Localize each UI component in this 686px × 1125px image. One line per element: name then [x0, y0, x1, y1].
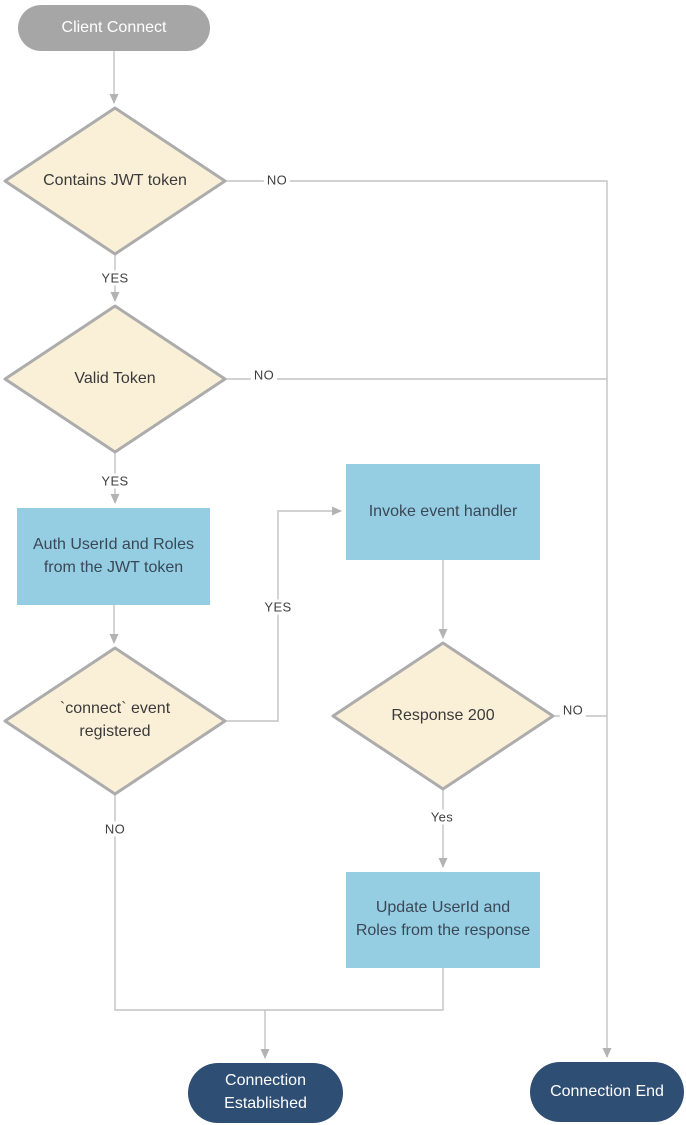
diamond-shape — [3, 106, 227, 256]
decision-contains-jwt-token: Contains JWT token — [3, 106, 227, 256]
edge-connect-event-yes-to-invoke-handler — [226, 506, 342, 722]
start-label: Client Connect — [61, 18, 167, 36]
decision-label: Contains JWT token — [43, 171, 187, 189]
edge-label-connect-event-yes: YES — [261, 599, 295, 615]
diamond-shape — [331, 641, 555, 791]
process-update-userid-roles: Update UserId and Roles from the respons… — [346, 872, 540, 968]
process-auth-userid-roles: Auth UserId and Roles from the JWT token — [17, 508, 210, 605]
decision-label: Response 200 — [391, 706, 495, 724]
edge-label-valid-token-yes: YES — [98, 473, 132, 489]
edge-label-valid-token-no: NO — [250, 367, 278, 383]
edge-label-response-200-no: NO — [559, 702, 587, 718]
decision-label: `connect` event registered — [59, 700, 171, 740]
terminal-connection-established: Connection Established — [188, 1063, 343, 1123]
process-label: Invoke event handler — [368, 502, 518, 520]
decision-connect-event-registered: `connect` event registered — [3, 646, 227, 796]
decision-valid-token: Valid Token — [3, 304, 227, 454]
process-invoke-event-handler: Invoke event handler — [346, 464, 540, 560]
edge-label-contains-jwt-yes: YES — [98, 270, 132, 286]
decision-response-200: Response 200 — [331, 641, 555, 791]
process-label: Auth UserId and Roles from the JWT token — [33, 535, 194, 576]
edge-label-contains-jwt-no: NO — [263, 172, 291, 188]
process-label: Update UserId and Roles from the respons… — [355, 899, 531, 939]
edge-label-response-200-yes: Yes — [427, 809, 457, 825]
diamond-shape — [3, 646, 227, 796]
edge-label-connect-event-no: NO — [101, 821, 129, 837]
terminal-label: Connection Established — [224, 1072, 307, 1112]
diamond-shape — [3, 304, 227, 454]
terminal-connection-end: Connection End — [530, 1062, 684, 1122]
decision-label: Valid Token — [74, 369, 156, 387]
start-client-connect: Client Connect — [18, 5, 210, 51]
terminal-label: Connection End — [550, 1082, 664, 1100]
